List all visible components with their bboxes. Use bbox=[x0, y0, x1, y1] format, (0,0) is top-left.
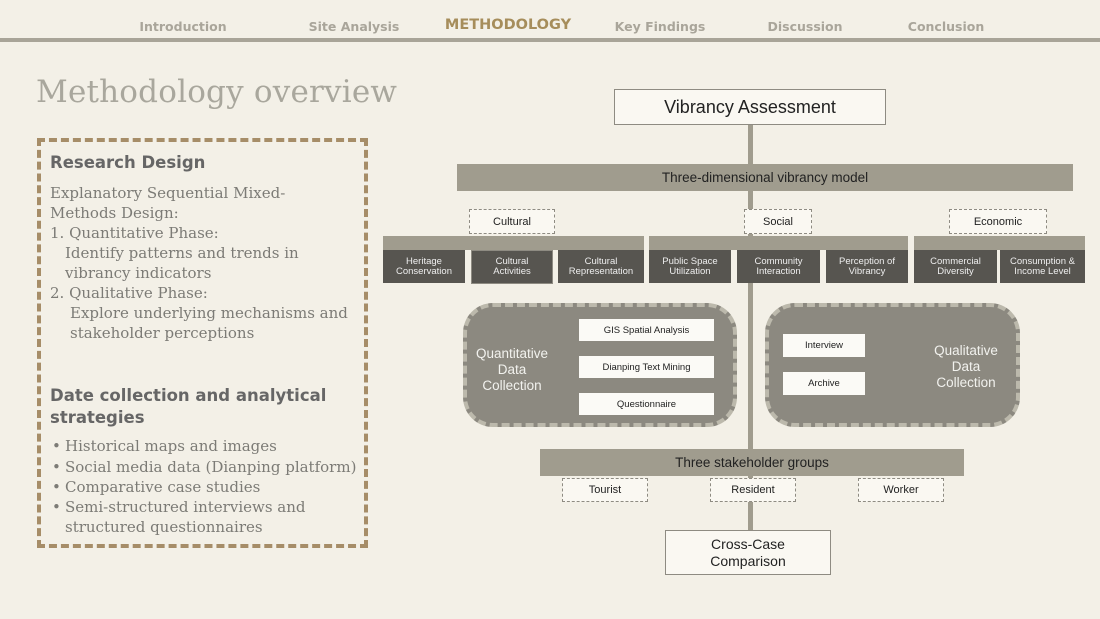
quantitative-label: Quantitative Data Collection bbox=[468, 346, 556, 394]
vibrancy-model-bar: Three-dimensional vibrancy model bbox=[457, 164, 1073, 191]
phase2-title: 2. Qualitative Phase: bbox=[50, 284, 208, 302]
nav-key-findings[interactable]: Key Findings bbox=[614, 19, 706, 34]
label-line: Quantitative bbox=[475, 346, 549, 361]
label-line: Data bbox=[951, 359, 981, 374]
indicator-label: Heritage bbox=[406, 255, 442, 267]
indicator-label: Conservation bbox=[396, 265, 452, 277]
label-line: Data bbox=[497, 362, 527, 377]
indicator-box: Consumption & Income Level bbox=[1000, 250, 1085, 283]
phase1-title: 1. Quantitative Phase: bbox=[50, 224, 219, 242]
vibrancy-assessment-box: Vibrancy Assessment bbox=[614, 89, 886, 125]
indicator-label: Commercial bbox=[930, 255, 981, 267]
dimension-economic: Economic bbox=[949, 209, 1047, 234]
phase2-text: Explore underlying mechanisms and bbox=[70, 304, 348, 322]
phase1-text: Identify patterns and trends in bbox=[65, 244, 299, 262]
phase1-text: vibrancy indicators bbox=[65, 264, 212, 282]
cross-case-label: Comparison bbox=[710, 552, 786, 569]
indicator-label: Representation bbox=[568, 265, 634, 277]
indicator-label: Utilization bbox=[669, 265, 711, 277]
bullet-dot: • bbox=[52, 478, 61, 496]
bullet-item: Historical maps and images bbox=[65, 437, 277, 455]
qualitative-cluster bbox=[765, 303, 1020, 427]
nav-introduction[interactable]: Introduction bbox=[139, 19, 227, 34]
page-title: Methodology overview bbox=[36, 74, 398, 110]
cultural-bar bbox=[383, 236, 644, 250]
indicator-label: Diversity bbox=[937, 265, 974, 277]
phase2-text: stakeholder perceptions bbox=[70, 324, 255, 342]
indicator-box: Perception of Vibrancy bbox=[826, 250, 908, 283]
bullet-dot: • bbox=[52, 437, 61, 455]
indicator-label: Activities bbox=[493, 266, 531, 277]
bullet-item: Semi-structured interviews and bbox=[65, 498, 306, 516]
nav-site-analysis[interactable]: Site Analysis bbox=[308, 19, 400, 34]
indicator-box: Community Interaction bbox=[737, 250, 820, 283]
indicator-label: Cultural bbox=[495, 256, 529, 267]
bullet-dot: • bbox=[52, 498, 61, 516]
data-collection-heading: strategies bbox=[50, 408, 145, 427]
group-worker: Worker bbox=[858, 478, 944, 502]
method-questionnaire: Questionnaire bbox=[579, 393, 714, 415]
indicator-label: Income Level bbox=[1014, 265, 1071, 277]
connector-line bbox=[748, 125, 753, 450]
method-gis: GIS Spatial Analysis bbox=[579, 319, 714, 341]
indicator-label: Community bbox=[754, 255, 803, 267]
connector-line bbox=[748, 476, 753, 531]
indicator-box: Public Space Utilization bbox=[649, 250, 731, 283]
nav-methodology[interactable]: METHODOLOGY bbox=[444, 17, 572, 33]
group-tourist: Tourist bbox=[562, 478, 648, 502]
indicator-label: Cultural bbox=[584, 255, 618, 267]
cross-case-box: Cross-Case Comparison bbox=[665, 530, 831, 575]
design-text: Explanatory Sequential Mixed- bbox=[50, 184, 286, 202]
indicator-box: Commercial Diversity bbox=[914, 250, 997, 283]
indicator-box: Cultural Activities bbox=[471, 250, 553, 284]
data-collection-heading: Date collection and analytical bbox=[50, 386, 327, 405]
research-design-heading: Research Design bbox=[50, 153, 206, 172]
bullet-item: structured questionnaires bbox=[65, 518, 263, 536]
indicator-label: Perception of bbox=[839, 255, 895, 267]
bullet-dot: • bbox=[52, 458, 61, 476]
nav-conclusion[interactable]: Conclusion bbox=[907, 19, 985, 34]
social-bar bbox=[649, 236, 908, 250]
indicator-label: Consumption & bbox=[1010, 255, 1075, 267]
indicator-box: Heritage Conservation bbox=[383, 250, 465, 283]
bullet-item: Comparative case studies bbox=[65, 478, 261, 496]
nav-discussion[interactable]: Discussion bbox=[767, 19, 843, 34]
design-text: Methods Design: bbox=[50, 204, 179, 222]
qualitative-label: Qualitative Data Collection bbox=[922, 343, 1010, 391]
stakeholder-groups-bar: Three stakeholder groups bbox=[540, 449, 964, 476]
methodology-panel: Research Design Explanatory Sequential M… bbox=[37, 138, 368, 548]
indicator-label: Public Space bbox=[662, 255, 718, 267]
indicator-box: Cultural Representation bbox=[558, 250, 644, 283]
group-resident: Resident bbox=[710, 478, 796, 502]
label-line: Qualitative bbox=[934, 343, 998, 358]
indicator-label: Vibrancy bbox=[848, 265, 886, 277]
method-archive: Archive bbox=[783, 372, 865, 395]
method-text-mining: Dianping Text Mining bbox=[579, 356, 714, 378]
method-interview: Interview bbox=[783, 334, 865, 357]
dimension-social: Social bbox=[744, 209, 812, 234]
label-line: Collection bbox=[482, 378, 542, 393]
dimension-cultural: Cultural bbox=[469, 209, 555, 234]
bullet-item: Social media data (Dianping platform) bbox=[65, 458, 357, 476]
cross-case-label: Cross-Case bbox=[711, 535, 785, 552]
economic-bar bbox=[914, 236, 1085, 250]
indicator-label: Interaction bbox=[756, 265, 801, 277]
label-line: Collection bbox=[936, 375, 996, 390]
top-nav: Introduction Site Analysis METHODOLOGY K… bbox=[0, 0, 1100, 42]
